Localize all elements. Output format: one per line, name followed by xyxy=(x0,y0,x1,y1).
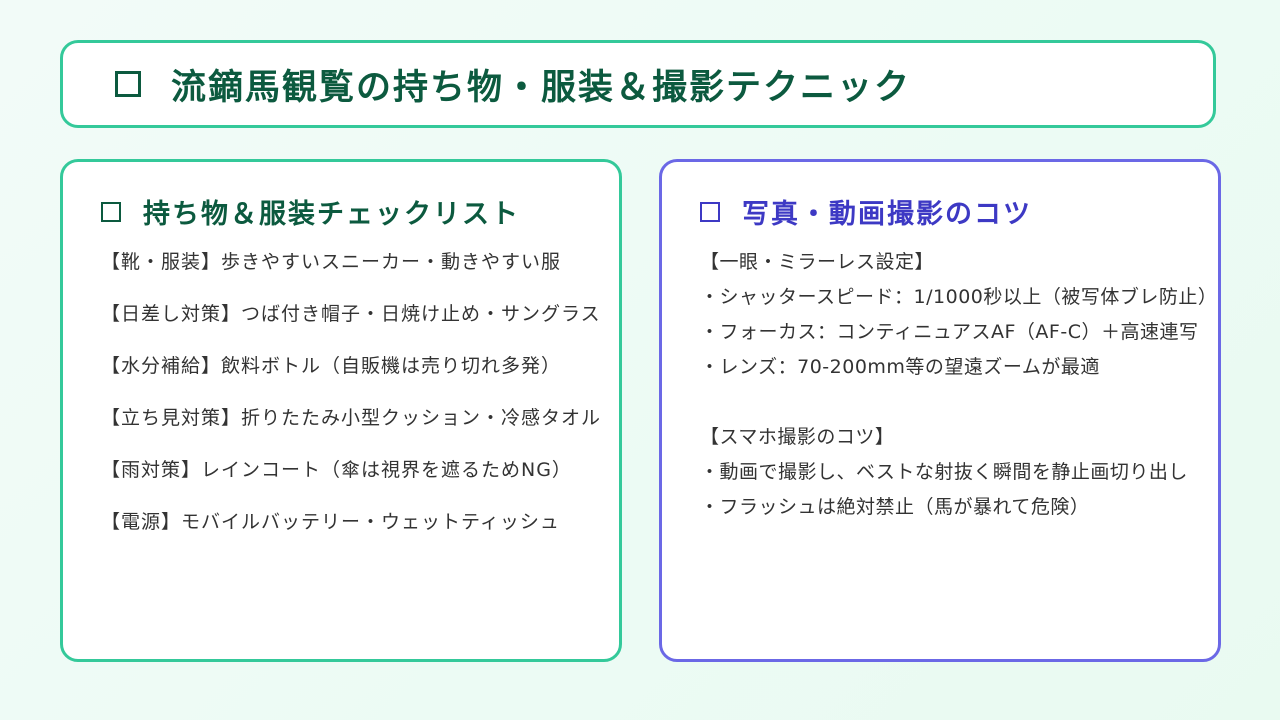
list-item: ・シャッタースピード：1/1000秒以上（被写体ブレ防止） xyxy=(700,286,1218,308)
camera-section-title: 【一眼・ミラーレス設定】 xyxy=(700,251,935,273)
photo-tips-card-title: 写真・動画撮影のコツ xyxy=(742,199,1032,230)
photo-tips-card: 写真・動画撮影のコツ 【一眼・ミラーレス設定】 ・シャッタースピード：1/100… xyxy=(659,159,1221,662)
page-title: 流鏑馬観覧の持ち物・服装＆撮影テクニック xyxy=(171,67,912,108)
square-icon xyxy=(101,201,121,222)
list-item: 【靴・服装】歩きやすいスニーカー・動きやすい服 xyxy=(101,251,562,273)
checklist-card: 持ち物＆服装チェックリスト 【靴・服装】歩きやすいスニーカー・動きやすい服 【日… xyxy=(60,159,622,662)
phone-section-title: 【スマホ撮影のコツ】 xyxy=(700,426,895,448)
section-spacer xyxy=(700,388,1220,423)
list-item: 【電源】モバイルバッテリー・ウェットティッシュ xyxy=(101,511,560,533)
list-item: ・フラッシュは絶対禁止（馬が暴れて危険） xyxy=(700,496,1090,518)
checklist: 【靴・服装】歩きやすいスニーカー・動きやすい服 【日差し対策】つば付き帽子・日焼… xyxy=(101,248,601,560)
list-item: ・フォーカス：コンティニュアスAF（AF-C）＋高速連写 xyxy=(700,321,1199,343)
list-item: ・動画で撮影し、ベストな射抜く瞬間を静止画切り出し xyxy=(700,461,1188,483)
photo-tips: 【一眼・ミラーレス設定】 ・シャッタースピード：1/1000秒以上（被写体ブレ防… xyxy=(700,248,1220,528)
checklist-card-title: 持ち物＆服装チェックリスト xyxy=(143,199,520,230)
square-icon xyxy=(700,201,720,222)
list-item: 【日差し対策】つば付き帽子・日焼け止め・サングラス xyxy=(101,303,601,325)
photo-tips-card-header: 写真・動画撮影のコツ xyxy=(700,192,1032,231)
list-item: 【立ち見対策】折りたたみ小型クッション・冷感タオル xyxy=(101,407,602,429)
title-banner: 流鏑馬観覧の持ち物・服装＆撮影テクニック xyxy=(60,40,1216,128)
list-item: 【水分補給】飲料ボトル（自販機は売り切れ多発） xyxy=(101,355,562,377)
list-item: 【雨対策】レインコート（傘は視界を遮るためNG） xyxy=(101,459,572,481)
checklist-card-header: 持ち物＆服装チェックリスト xyxy=(101,192,520,231)
list-item: ・レンズ：70-200mm等の望遠ズームが最適 xyxy=(700,356,1100,378)
square-icon xyxy=(115,71,141,97)
